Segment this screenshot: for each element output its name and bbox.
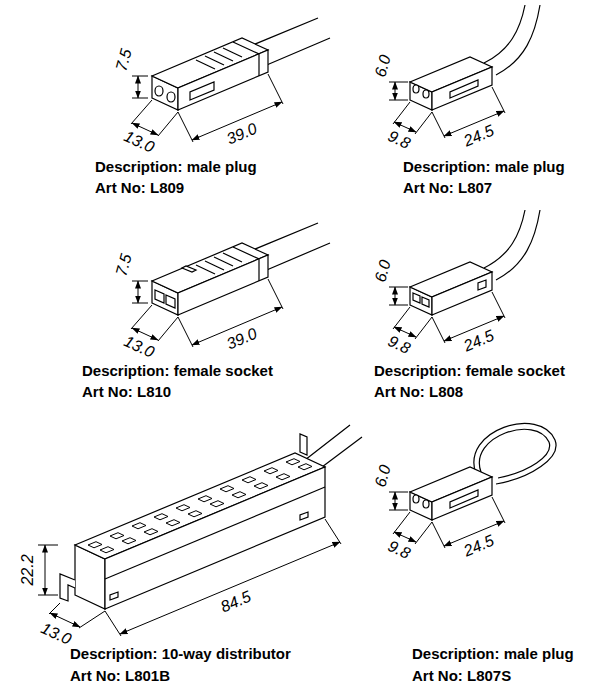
article-number: Art No: L810 — [82, 383, 171, 401]
description-text: Description: male plug — [95, 158, 257, 176]
article-number: Art No: L807 — [403, 179, 492, 197]
dimension-lines-l801b — [38, 519, 341, 636]
description-text: Description: female socket — [374, 362, 565, 380]
description-text: Description: male plug — [412, 645, 574, 663]
article-number: Art No: L801B — [70, 667, 170, 685]
article-number: Art No: L807S — [412, 667, 511, 685]
description-text: Description: 10-way distributor — [70, 645, 291, 663]
article-number: Art No: L808 — [374, 383, 463, 401]
dimension-label: 9.8 — [385, 333, 414, 358]
male-plug-l809 — [152, 18, 330, 110]
dimension-label: 22.2 — [20, 553, 36, 586]
description-text: Description: male plug — [403, 158, 565, 176]
distributor-sockets — [88, 459, 312, 553]
male-plug-l807s — [410, 423, 556, 520]
dimension-label: 84.5 — [218, 588, 255, 616]
distributor-l801b — [60, 425, 362, 609]
dimension-label: 39.0 — [224, 325, 261, 353]
dimension-label: 6.0 — [372, 462, 394, 490]
dimension-label: 6.0 — [372, 257, 394, 285]
dimension-label: 9.8 — [385, 538, 414, 563]
dimension-label: 13.0 — [121, 333, 158, 362]
female-socket-l808 — [410, 210, 540, 315]
dimension-label: 39.0 — [224, 120, 261, 148]
dimension-label: 7.5 — [113, 251, 135, 279]
dimension-lines-l810 — [131, 279, 283, 347]
dimension-label: 24.5 — [461, 122, 498, 150]
description-text: Description: female socket — [82, 362, 273, 380]
article-number: Art No: L809 — [95, 179, 184, 197]
dimension-label: 13.0 — [38, 620, 75, 649]
dimension-label: 6.0 — [372, 52, 394, 80]
male-plug-l807 — [410, 5, 540, 110]
female-socket-l810 — [152, 223, 330, 315]
dimension-lines-l809 — [131, 74, 283, 142]
dimension-label: 24.5 — [461, 327, 498, 355]
dimension-label: 24.5 — [461, 532, 498, 560]
dimension-label: 9.8 — [385, 128, 414, 153]
dimension-label: 7.5 — [113, 46, 135, 74]
dimension-label: 13.0 — [121, 128, 158, 157]
